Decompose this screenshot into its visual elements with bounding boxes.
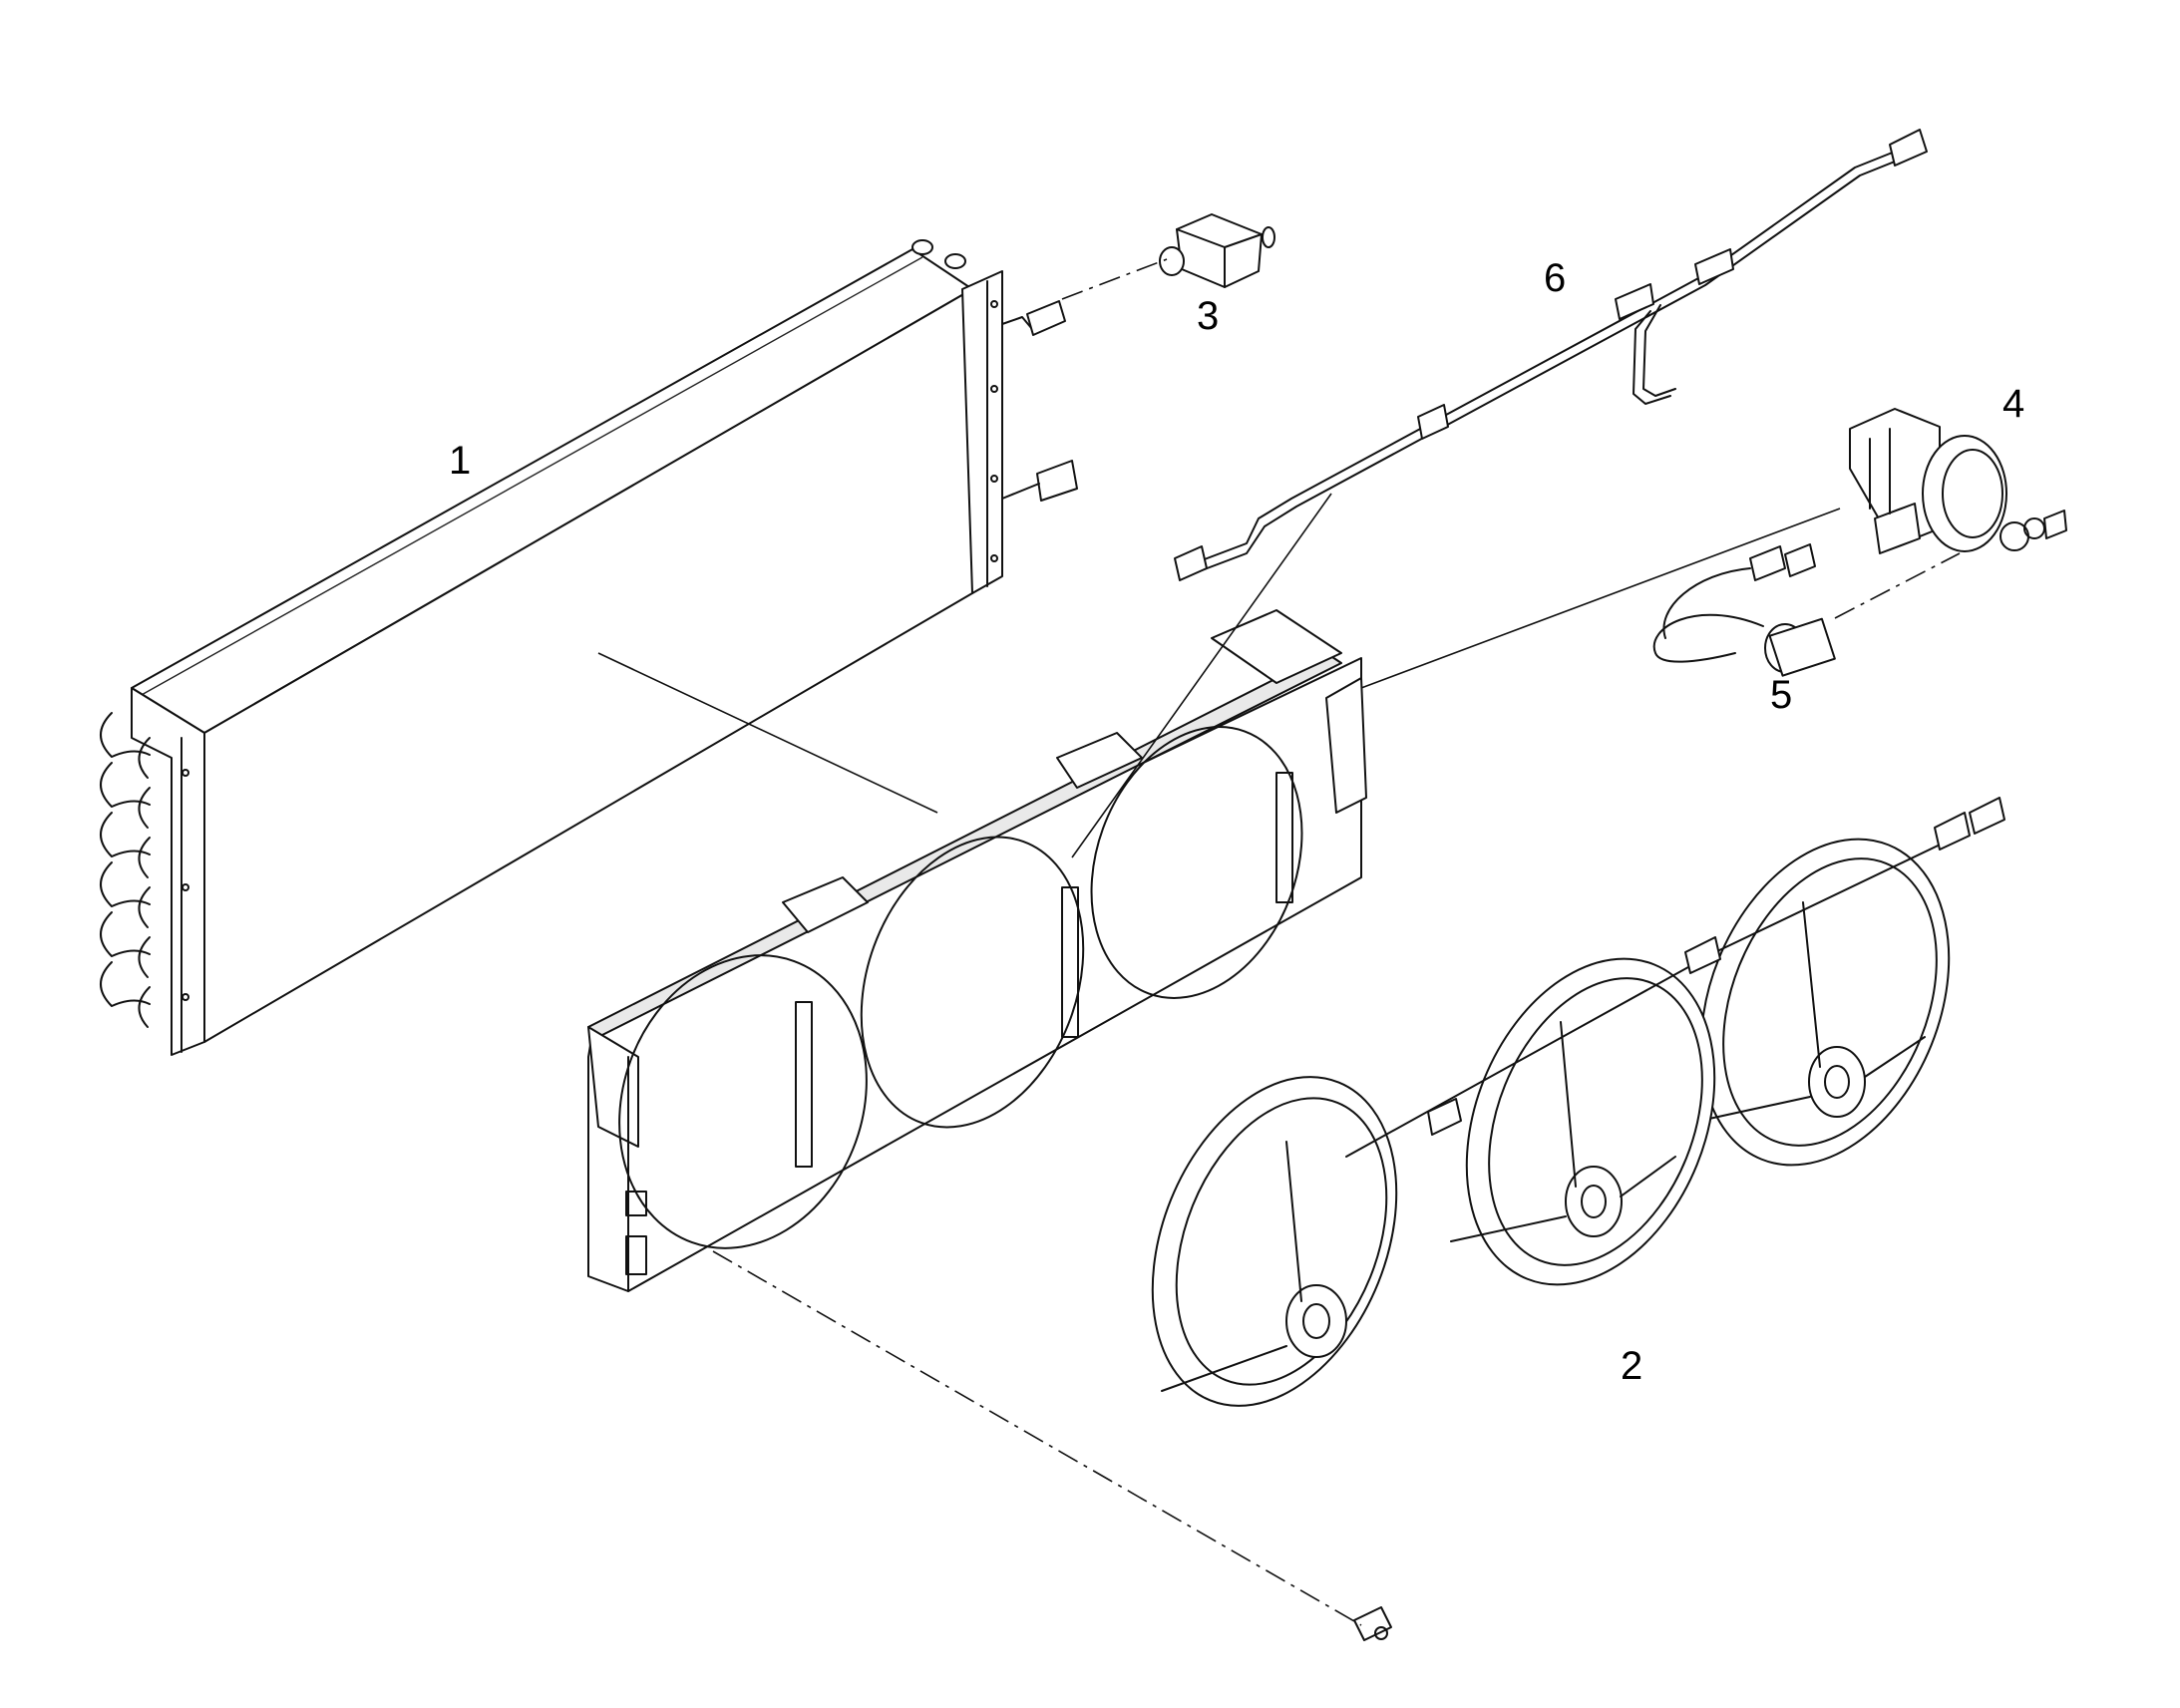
fan-front: [1151, 1076, 1398, 1407]
wiring-harness: [1174, 129, 1928, 581]
mounting-bolt: [1353, 1606, 1392, 1641]
callout-5: 5: [1770, 673, 1792, 717]
callout-3: 3: [1197, 294, 1219, 338]
coil-fittings: [1001, 300, 1078, 502]
callout-2: 2: [1621, 1344, 1642, 1388]
callout-4: 4: [2002, 382, 2024, 426]
sensor: [1652, 543, 1836, 677]
callout-6: 6: [1544, 256, 1566, 300]
leader-lines: [597, 258, 1961, 1626]
pump-assembly: [1849, 408, 2067, 554]
fan-rear: [1694, 838, 1951, 1167]
fan-middle: [1450, 957, 1716, 1286]
fan-assembly: [1151, 797, 2005, 1407]
valve-fitting: [1159, 213, 1275, 288]
fan-shroud-panel: [587, 609, 1367, 1292]
coil-return-bends: [100, 712, 151, 1028]
callout-labels: 1 2 3 4 5 6: [449, 256, 2024, 1388]
condenser-coil: [100, 239, 1078, 1056]
callout-1: 1: [449, 439, 471, 483]
